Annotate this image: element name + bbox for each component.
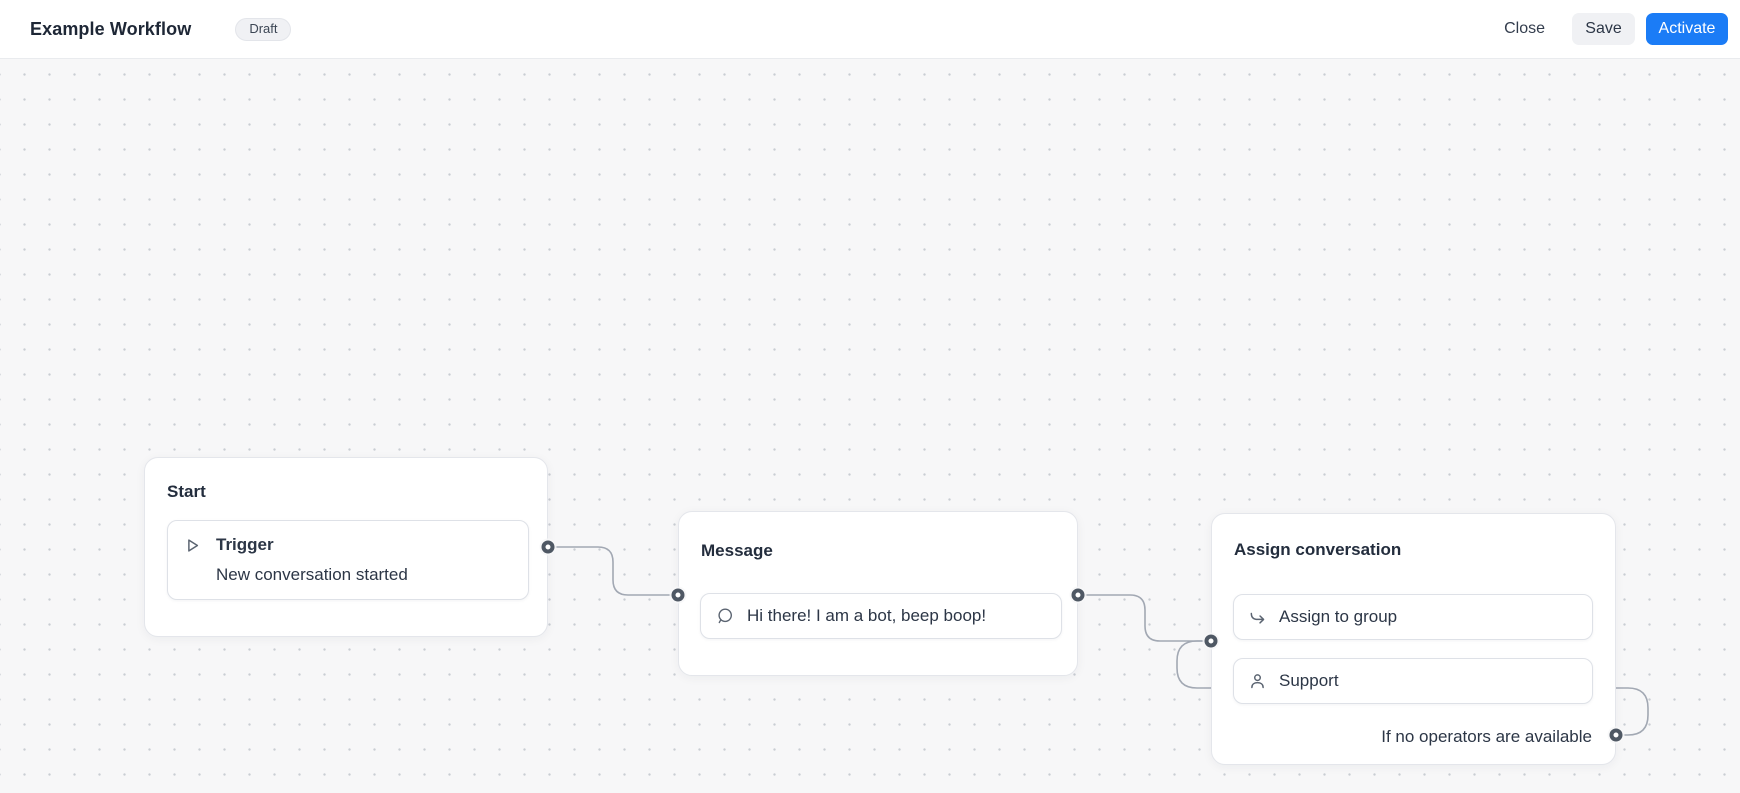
node-start-title: Start [167,482,206,501]
user-icon [1249,673,1266,690]
handle-message-input[interactable] [671,588,685,602]
play-icon [184,537,201,554]
fallback-branch-label: If no operators are available [1381,727,1592,746]
activate-button[interactable]: Activate [1646,13,1728,45]
handle-fallback-output[interactable] [1609,728,1623,742]
handle-message-output[interactable] [1071,588,1085,602]
node-message-title: Message [701,541,773,560]
assign-to-group-card[interactable]: Assign to group [1233,594,1593,640]
close-button[interactable]: Close [1490,13,1559,45]
node-assign-conversation[interactable]: Assign conversation Assign to group Supp… [1211,513,1616,765]
save-button[interactable]: Save [1572,13,1635,45]
trigger-card[interactable]: Trigger New conversation started [167,520,529,600]
assign-operator-card[interactable]: Support [1233,658,1593,704]
workflow-title: Example Workflow [30,18,192,39]
status-badge: Draft [235,17,292,41]
trigger-subtitle: New conversation started [216,565,408,584]
trigger-title: Trigger [216,535,274,554]
edge-start-to-message[interactable] [548,546,678,596]
node-assign-title: Assign conversation [1234,540,1402,559]
node-message[interactable]: Message Hi there! I am a bot, beep boop! [678,511,1078,676]
node-start[interactable]: Start Trigger New conversation started [144,457,548,637]
handle-assign-input[interactable] [1204,634,1218,648]
handle-start-output[interactable] [541,540,555,554]
edge-message-to-assign[interactable] [1078,594,1211,642]
message-card[interactable]: Hi there! I am a bot, beep boop! [700,593,1062,639]
chat-bubble-icon [716,607,734,625]
assign-arrow-icon [1249,609,1266,626]
assign-operator-label: Support [1279,671,1339,690]
message-text: Hi there! I am a bot, beep boop! [747,606,987,625]
topbar-actions: Close Save Activate [1490,13,1728,45]
workflow-canvas[interactable]: Start Trigger New conversation started M… [0,59,1740,793]
assign-group-label: Assign to group [1279,607,1398,626]
topbar: Example Workflow Draft Close Save Activa… [0,0,1740,59]
